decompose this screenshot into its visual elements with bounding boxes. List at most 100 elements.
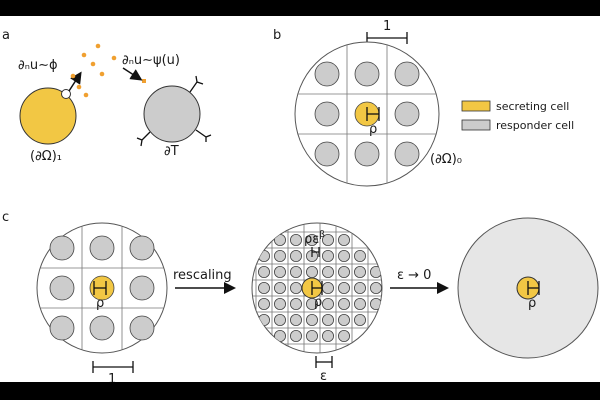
responder-cell [337,313,350,326]
responder-cell [129,235,155,261]
responder-cell [257,297,270,310]
radius-marker-left [93,281,107,295]
responder-flux-label: ∂ₙu∼ψ(u) [122,53,180,68]
small-radius-base: ρε [304,232,319,247]
legend-label-responder: responder cell [496,119,574,132]
responder-cell [353,265,366,278]
particle [81,52,87,58]
particle [95,43,101,49]
responder-cell [337,281,350,294]
responder-cell [273,233,286,246]
secreting-flux-label: ∂ₙu∼ϕ [18,58,58,73]
lattice-cells-left [49,235,155,341]
secreting-cell [19,87,77,145]
responder-cell [353,281,366,294]
spacing-label-left: 1 [108,372,116,382]
responder-cell [337,297,350,310]
diagram-svg: a ∂ₙu∼ϕ ∂ₙu∼ψ(u) (∂Ω)₁ ∂T b 1 [2,19,599,387]
responder-cell [49,235,75,261]
responder-cell [314,141,340,167]
radius-marker-right [527,281,540,295]
responder-cell [354,141,380,167]
responder-cell [289,313,302,326]
secreting-flux-arrow [68,71,82,92]
responder-cell [273,281,286,294]
responder-cell [129,275,155,301]
spacing-label: 1 [383,19,391,34]
small-radius-exponent: β [319,230,325,240]
receptors [136,75,212,147]
particle [111,55,117,61]
particle [70,73,76,79]
responder-cell [321,281,334,294]
responder-cell [289,249,302,262]
lattice-cells [314,61,420,167]
secretion-pore [61,89,71,99]
diffusing-particles [70,43,117,98]
secreting-boundary-label: (∂Ω)₁ [30,149,62,164]
lattice-grid [295,42,439,186]
legend-label-secreting: secreting cell [496,100,569,113]
lattice-grid-left [37,223,167,353]
small-radius-marker [311,247,320,257]
responder-cell [257,265,270,278]
responder-cell [353,313,366,326]
responder-boundary-label: ∂T [164,144,179,159]
responder-cell [353,297,366,310]
responder-cell [337,249,350,262]
responder-cell [314,61,340,87]
radius-label-left: ρ [96,296,104,311]
responder-cell [369,281,382,294]
responder-cell [89,235,115,261]
responder-cell [394,61,420,87]
responder-cell [353,249,366,262]
responder-cell [369,265,382,278]
responder-cell [321,313,334,326]
responder-cell [289,265,302,278]
responder-cell [289,297,302,310]
responder-cell [289,233,302,246]
domain-boundary-label: (∂Ω)₀ [430,152,462,167]
rescaling-label: rescaling [173,268,232,283]
responder-cell [289,329,302,342]
responder-cell [273,249,286,262]
responder-cell [394,101,420,127]
radius-label-right: ρ [528,296,536,311]
responder-cell [49,275,75,301]
responder-cell [273,329,286,342]
panel-b-label: b [273,28,281,43]
responder-cell [49,315,75,341]
limit-label: ε → 0 [397,268,431,283]
panel-a-label: a [2,28,10,43]
responder-cell [305,265,318,278]
particle [99,71,105,77]
responder-cell [314,101,340,127]
responder-cell [305,329,318,342]
particle [83,92,89,98]
legend-swatch-responder [461,119,491,131]
responder-cell [321,265,334,278]
responder-cell [305,233,318,246]
responder-cell [337,265,350,278]
panel-c-label: c [2,210,9,225]
responder-cell [273,297,286,310]
responder-cell [321,329,334,342]
bound-particle [142,79,146,83]
responder-cell [305,313,318,326]
spacing-scalebar-left [92,361,134,373]
legend: secreting cell responder cell [461,100,574,132]
responder-cell [369,297,382,310]
responder-cell [394,141,420,167]
lattice-cells-middle [257,233,382,342]
responder-cell [354,61,380,87]
figure-canvas: a ∂ₙu∼ϕ ∂ₙu∼ψ(u) (∂Ω)₁ ∂T b 1 [0,16,600,387]
responder-cell [289,281,302,294]
radius-marker-middle [311,281,323,295]
particle [76,84,82,90]
radius-marker [366,107,380,121]
epsilon-scalebar [315,356,333,368]
responder-cell [337,233,350,246]
responder-cell [321,233,334,246]
responder-cell [257,281,270,294]
responder-cell [129,315,155,341]
